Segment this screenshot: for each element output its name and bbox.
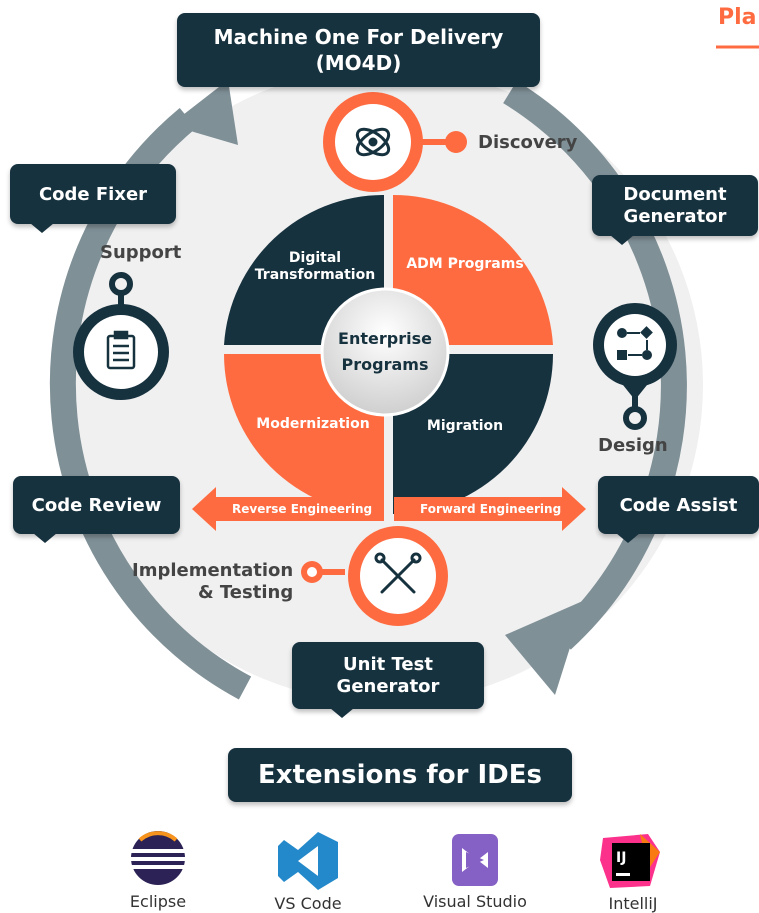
- intellij-badge-text: IJ: [616, 850, 626, 866]
- title-line1: Machine One For Delivery: [213, 25, 504, 49]
- title-box: Machine One For Delivery (MO4D): [177, 13, 540, 87]
- unit-test-line2: Generator: [336, 675, 440, 697]
- reverse-engineering-label: Reverse Engineering: [232, 502, 373, 516]
- forward-engineering-arrow: [394, 487, 586, 531]
- reverse-engineering-arrow: [192, 487, 384, 531]
- tools-icon: [374, 552, 422, 594]
- adm-programs-label: ADM Programs: [406, 256, 524, 272]
- corner-partial-title: Pla: [718, 5, 757, 30]
- migration-label: Migration: [426, 418, 504, 434]
- clipboard-icon: [106, 330, 136, 370]
- orbit-icon: [355, 127, 391, 157]
- eclipse-icon: [131, 831, 185, 885]
- extensions-title-box: Extensions for IDEs: [228, 748, 572, 802]
- code-assist-box[interactable]: Code Assist: [598, 476, 759, 543]
- flowchart-icon: [617, 326, 653, 360]
- document-generator-line2: Generator: [623, 205, 727, 227]
- vscode-icon: [278, 832, 338, 890]
- unit-test-line1: Unit Test: [343, 653, 433, 675]
- quadrant-adm-programs: [393, 194, 553, 345]
- digital-line2: Transformation: [254, 267, 376, 283]
- ide-name-intellij[interactable]: IntelliJ: [608, 894, 658, 913]
- extensions-title: Extensions for IDEs: [258, 760, 542, 790]
- forward-engineering-label: Forward Engineering: [420, 502, 562, 516]
- digital-line1: Digital: [288, 250, 342, 266]
- center-line2: Programs: [341, 355, 429, 374]
- cycle-arrowhead-right: [505, 600, 585, 695]
- implementation-label: Implementation & Testing: [132, 560, 293, 604]
- code-fixer-label: Code Fixer: [38, 183, 148, 205]
- center-line1: Enterprise: [338, 329, 432, 348]
- ide-name-eclipse[interactable]: Eclipse: [129, 892, 187, 911]
- digital-transformation-label: Digital Transformation: [250, 250, 380, 284]
- visual-studio-icon: [452, 834, 498, 886]
- document-generator-line1: Document: [623, 183, 727, 205]
- implementation-line1: Implementation: [132, 560, 294, 581]
- center-circle: [320, 287, 450, 417]
- modernization-label: Modernization: [256, 416, 370, 432]
- ide-name-vscode[interactable]: VS Code: [274, 894, 342, 913]
- center-label: Enterprise Programs: [322, 326, 448, 378]
- unit-test-generator-box[interactable]: Unit Test Generator: [292, 642, 484, 718]
- document-generator-box[interactable]: Document Generator: [592, 175, 758, 245]
- title-line2: (MO4D): [315, 51, 402, 75]
- code-assist-label: Code Assist: [619, 494, 738, 516]
- code-review-label: Code Review: [31, 494, 162, 516]
- ide-name-visual-studio[interactable]: Visual Studio: [423, 892, 527, 911]
- support-label: Support: [100, 242, 182, 263]
- intellij-icon: IJ: [600, 834, 660, 888]
- code-fixer-box[interactable]: Code Fixer: [10, 164, 176, 233]
- code-review-box[interactable]: Code Review: [13, 476, 180, 543]
- implementation-line2: & Testing: [197, 582, 294, 603]
- cycle-arrowhead-left: [170, 80, 238, 145]
- design-label: Design: [598, 435, 668, 456]
- discovery-label: Discovery: [478, 132, 578, 153]
